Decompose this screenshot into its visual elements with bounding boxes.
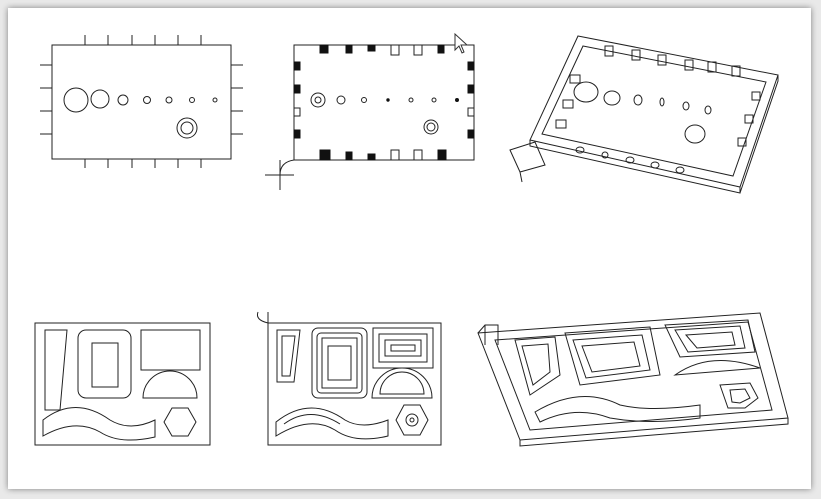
figure-canvas bbox=[8, 8, 811, 489]
dimension-ticks bbox=[40, 35, 243, 168]
pocket-shapes-2d bbox=[34, 322, 211, 446]
pocket-toolpaths-2d bbox=[257, 311, 442, 446]
plate-holes-3d bbox=[509, 35, 779, 194]
pocket-plate-3d bbox=[477, 312, 789, 447]
plate-holes-2d bbox=[40, 35, 243, 168]
plate-toolpath-2d bbox=[265, 32, 475, 190]
arrow-cursor-icon bbox=[454, 32, 469, 54]
